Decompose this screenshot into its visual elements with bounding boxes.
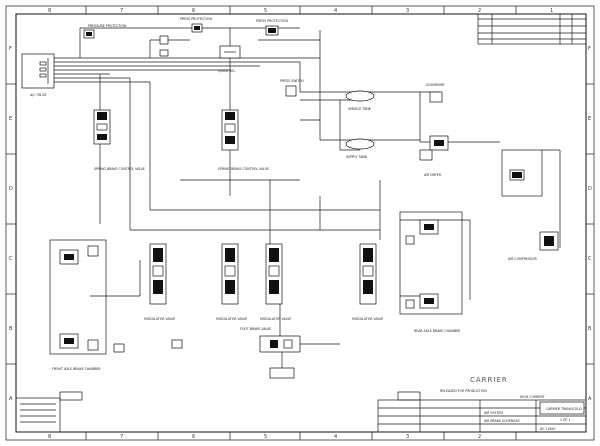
svg-text:SUPPLY TANK: SUPPLY TANK: [346, 155, 368, 159]
small-valve-left: [59, 339, 421, 401]
quick-release-valve: QUICK REL.: [218, 45, 241, 73]
zone-top-1: 8: [48, 8, 51, 14]
zone-labels-bottom: 8 7 6 5 4 3 2: [48, 434, 481, 440]
tank-service: SERVICE TANK: [345, 90, 375, 111]
governor: GOVERNOR: [426, 83, 445, 103]
svg-text:C: C: [9, 256, 13, 262]
zone-top-7: 2: [478, 8, 481, 14]
spring-brake-valve-left: SPRING BRAKE CONTROL VALVE: [93, 74, 145, 171]
zone-top-2: 7: [120, 8, 123, 14]
tank-supply: SUPPLY TANK: [345, 138, 375, 159]
release-note: RELEASED FOR PRODUCTION: [440, 389, 487, 393]
revision-table: [477, 13, 587, 45]
zone-labels-side: F E D C B A F E D C B A: [9, 46, 592, 402]
svg-text:PRESS SWITCH: PRESS SWITCH: [280, 79, 304, 83]
svg-text:MODULATOR VALVE: MODULATOR VALVE: [352, 317, 383, 321]
company-name: CARRIER TRANSICOLD: [546, 407, 582, 411]
svg-text:MODULATOR VALVE: MODULATOR VALVE: [260, 317, 291, 321]
zone-top-6: 3: [406, 8, 409, 14]
title-line-1: AIR SYSTEM: [484, 411, 503, 415]
zone-top-5: 4: [334, 8, 337, 14]
svg-text:4: 4: [334, 434, 337, 440]
foot-brake-valve: FOOT BRAKE VALVE: [240, 304, 340, 379]
compressor: AIR COMPRESSOR: [501, 149, 561, 261]
connector-block: A/C ON SS: [21, 53, 55, 97]
spring-brake-valve-mid: SPRING BRAKE CONTROL VALVE: [218, 70, 269, 171]
svg-text:C: C: [588, 256, 592, 262]
svg-text:PRESS PROTECTION: PRESS PROTECTION: [256, 19, 288, 23]
zone-top-4: 5: [264, 8, 267, 14]
svg-text:A: A: [588, 396, 592, 402]
svg-text:REAR AXLE BRAKE CHAMBER: REAR AXLE BRAKE CHAMBER: [414, 329, 461, 333]
zone-ticks: [6, 6, 594, 440]
connector-label: A/C ON SS: [30, 93, 46, 97]
svg-text:PRESS PROTECTION: PRESS PROTECTION: [180, 17, 212, 21]
svg-text:6: 6: [192, 434, 195, 440]
front-brake-chamber: FRONT AXLE BRAKE CHAMBER: [49, 239, 107, 371]
svg-text:AIR COMPRESSOR: AIR COMPRESSOR: [508, 257, 538, 261]
drawing-number: 62-11000: [540, 427, 555, 431]
svg-text:A: A: [9, 396, 13, 402]
svg-text:3: 3: [406, 434, 409, 440]
svg-text:QUICK REL.: QUICK REL.: [218, 69, 236, 73]
rear-brake-chamber: REAR AXLE BRAKE CHAMBER: [399, 211, 463, 333]
zone-labels-top: 8 7 6 5 4 3 2 1: [48, 8, 553, 14]
zone-top-3: 6: [192, 8, 195, 14]
protection-valve-top-2: PRESS PROTECTION: [256, 19, 288, 36]
svg-text:SPRING BRAKE CONTROL VALVE: SPRING BRAKE CONTROL VALVE: [218, 167, 269, 171]
svg-text:MODULATOR VALVE: MODULATOR VALVE: [144, 317, 175, 321]
svg-text:D: D: [9, 186, 13, 192]
svg-text:E: E: [588, 116, 591, 122]
svg-text:MODULATOR VALVE: MODULATOR VALVE: [216, 317, 247, 321]
svg-text:B: B: [9, 326, 13, 332]
modulator-2: MODULATOR VALVE: [216, 243, 247, 321]
svg-text:AIR DRYER: AIR DRYER: [424, 173, 442, 177]
check-valve-small: [159, 35, 169, 57]
svg-text:FOOT BRAKE VALVE: FOOT BRAKE VALVE: [240, 327, 271, 331]
protection-valve-left: PRESSURE PROTECTION: [83, 24, 127, 39]
sheet-number: 1 OF 1: [560, 418, 570, 422]
svg-text:SERVICE TANK: SERVICE TANK: [348, 107, 372, 111]
svg-text:2: 2: [478, 434, 481, 440]
title-line-2: AIR BRAKE SCHEMATIC: [484, 419, 521, 423]
svg-text:8: 8: [48, 434, 51, 440]
svg-text:GOVERNOR: GOVERNOR: [426, 83, 445, 87]
svg-text:B: B: [588, 326, 592, 332]
notes-block: [15, 397, 61, 433]
svg-text:7: 7: [120, 434, 123, 440]
protection-valve-top: PRESS PROTECTION: [180, 17, 212, 33]
hi-current-note: HIGH CURRENT: [520, 395, 545, 399]
pressure-switch: PRESS SWITCH: [280, 79, 304, 97]
zone-top-8: 1: [550, 8, 553, 14]
svg-text:5: 5: [264, 434, 267, 440]
title-block: CARRIER TRANSICOLD AIR SYSTEM AIR BRAKE …: [377, 399, 587, 433]
modulator-4: MODULATOR VALVE: [352, 243, 383, 321]
svg-text:FRONT AXLE BRAKE CHAMBER: FRONT AXLE BRAKE CHAMBER: [52, 367, 101, 371]
svg-text:E: E: [9, 116, 12, 122]
modulator-3: MODULATOR VALVE: [260, 243, 291, 321]
supply-lines: [54, 27, 500, 151]
carrier-watermark: CARRIER: [470, 376, 508, 384]
svg-text:SPRING BRAKE CONTROL VALVE: SPRING BRAKE CONTROL VALVE: [94, 167, 145, 171]
air-dryer: AIR DRYER: [419, 135, 449, 177]
svg-text:F: F: [588, 46, 591, 52]
modulator-1: MODULATOR VALVE: [144, 243, 175, 321]
svg-text:PRESSURE PROTECTION: PRESSURE PROTECTION: [88, 24, 127, 28]
svg-text:F: F: [9, 46, 12, 52]
svg-text:D: D: [588, 186, 592, 192]
